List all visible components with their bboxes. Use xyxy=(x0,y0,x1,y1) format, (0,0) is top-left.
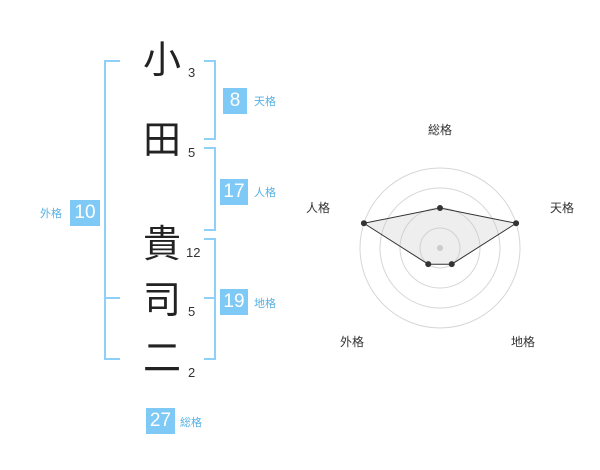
radar-series-area xyxy=(362,207,518,265)
tenkaku-bracket xyxy=(204,60,216,140)
jinkaku-bracket xyxy=(204,147,216,231)
tenkaku-label: 天格 xyxy=(254,95,276,108)
gaikaku-bracket-tick xyxy=(104,297,120,299)
radar-point-2 xyxy=(513,220,520,227)
stroke-count-1: 3 xyxy=(188,65,196,80)
gaikaku-bracket xyxy=(104,60,120,360)
jinkaku-value: 17 xyxy=(220,179,248,205)
stroke-count-5: 2 xyxy=(188,365,196,380)
axis-label-chikaku: 地格 xyxy=(511,335,536,349)
radar-ring-1 xyxy=(419,227,461,269)
radar-ring-4 xyxy=(359,167,521,329)
chikaku-value: 19 xyxy=(220,289,248,315)
radar-center-dot xyxy=(437,245,443,251)
gaikaku-label: 外格 xyxy=(40,207,62,220)
chikaku-label: 地格 xyxy=(254,297,276,310)
sokaku-value: 27 xyxy=(146,408,175,434)
radar-point-5 xyxy=(360,220,367,227)
name-char-4: 司 xyxy=(142,278,181,322)
axis-label-jinkaku: 人格 xyxy=(306,201,331,215)
stroke-count-2: 5 xyxy=(188,145,196,160)
axis-label-tenkaku: 天格 xyxy=(550,201,575,215)
chikaku-bracket-tick xyxy=(204,297,216,299)
name-char-2: 田 xyxy=(142,118,181,162)
jinkaku-label: 人格 xyxy=(254,186,276,199)
tenkaku-value: 8 xyxy=(223,88,247,114)
stroke-count-3: 12 xyxy=(186,245,201,260)
name-char-1: 小 xyxy=(142,38,181,82)
axis-label-sokaku: 総格 xyxy=(428,123,453,137)
radar-point-4 xyxy=(425,261,432,268)
stroke-count-4: 5 xyxy=(188,304,196,319)
axis-label-gaikaku: 外格 xyxy=(340,335,365,349)
gaikaku-value: 10 xyxy=(70,200,100,226)
sokaku-label: 総格 xyxy=(180,416,202,429)
chikaku-bracket xyxy=(204,238,216,360)
radar-point-3 xyxy=(448,261,455,268)
radar-point-1 xyxy=(437,205,443,211)
radar-ring-3 xyxy=(379,187,501,309)
name-char-5: 二 xyxy=(142,336,181,380)
name-char-3: 貴 xyxy=(142,222,181,266)
